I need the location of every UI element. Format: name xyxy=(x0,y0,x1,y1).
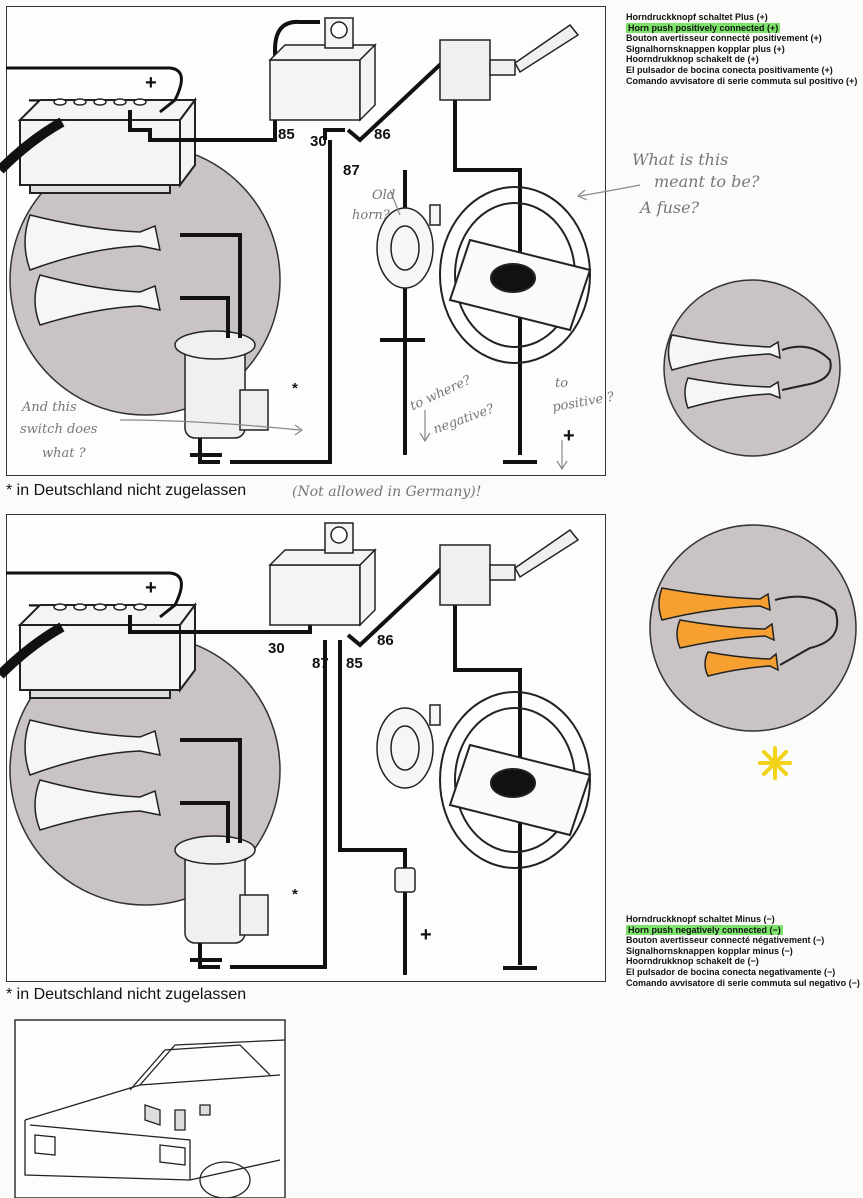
battery2-plus-label: + xyxy=(145,577,157,599)
terminal-30: 30 xyxy=(310,133,327,150)
caption-bottom-3: Signalhornsknappen kopplar minus (−) xyxy=(626,945,793,956)
asterisk2-mark: * xyxy=(292,886,298,903)
caption-bottom-5: El pulsador de bocina conecta negativame… xyxy=(626,966,836,977)
asterisk-mark: * xyxy=(292,380,298,397)
caption-top-0: Horndruckknopf schaltet Plus (+) xyxy=(626,12,768,22)
compressor xyxy=(174,330,269,439)
horn-trumpets xyxy=(24,214,161,326)
caption-top-3: Signalhornsknappen kopplar plus (+) xyxy=(626,43,785,54)
terminal2-86: 86 xyxy=(377,632,394,649)
caption-bottom-4: Hoorndrukknop schakelt de (−) xyxy=(626,956,759,967)
caption-top-1: Horn push positively connected (+) xyxy=(626,22,781,33)
terminal2-87: 87 xyxy=(312,655,329,672)
caption-bottom-2: Bouton avertisseur connecté négativement… xyxy=(626,935,825,946)
terminal2-30: 30 xyxy=(268,640,285,657)
terminal2-85: 85 xyxy=(346,655,363,672)
battery-plus-label: + xyxy=(145,72,157,94)
note-old-horn-1: Old xyxy=(372,188,396,203)
caption-top-4: Hoorndrukknop schakelt de (+) xyxy=(626,54,759,65)
ground2-plus-label: + xyxy=(420,924,432,946)
fuse-holder xyxy=(394,867,416,893)
note-fuse-line1: What is this xyxy=(632,150,729,169)
car-sketch xyxy=(24,1039,286,1198)
footnote-top: * in Deutschland nicht zugelassen xyxy=(6,482,247,499)
caption-bottom-6: Comando avvisatore di serie commuta sul … xyxy=(626,977,860,988)
horn-switch xyxy=(439,23,580,101)
caption-top-2: Bouton avertisseur connecté positivement… xyxy=(626,33,822,44)
note-to: to xyxy=(555,376,569,391)
caption-top-5: El pulsador de bocina conecta positivame… xyxy=(626,64,833,75)
yellow-star-icon xyxy=(758,746,792,780)
caption-bottom-1: Horn push negatively connected (−) xyxy=(626,924,783,935)
captions-top: Horndruckknopf schaltet Plus (+) Horn pu… xyxy=(626,12,857,86)
terminal-87: 87 xyxy=(343,162,360,179)
steering-wheel xyxy=(439,186,592,364)
battery-minus-label: − xyxy=(28,90,40,112)
note-switch-2: switch does xyxy=(20,422,98,437)
old-horn xyxy=(376,204,441,289)
battery2-minus-label: − xyxy=(28,595,40,617)
note-switch-3: what ? xyxy=(42,446,86,461)
terminal-85: 85 xyxy=(278,126,295,143)
caption-bottom-0: Horndruckknopf schaltet Minus (−) xyxy=(626,914,775,924)
note-fuse-line2: meant to be? xyxy=(654,172,760,191)
footnote-handwritten: (Not allowed in Germany)! xyxy=(292,484,482,500)
terminal-86: 86 xyxy=(374,126,391,143)
caption-top-6: Comando avvisatore di serie commuta sul … xyxy=(626,75,858,86)
note-old-horn-2: horn? xyxy=(352,208,390,223)
footnote-bottom: * in Deutschland nicht zugelassen xyxy=(6,986,247,1003)
relay xyxy=(268,17,377,122)
ground-plus-label: + xyxy=(563,425,575,447)
note-switch-1: And this xyxy=(22,400,77,415)
note-fuse-line3: A fuse? xyxy=(640,198,700,217)
battery xyxy=(17,97,197,194)
captions-bottom: Horndruckknopf schaltet Minus (−) Horn p… xyxy=(626,914,860,988)
